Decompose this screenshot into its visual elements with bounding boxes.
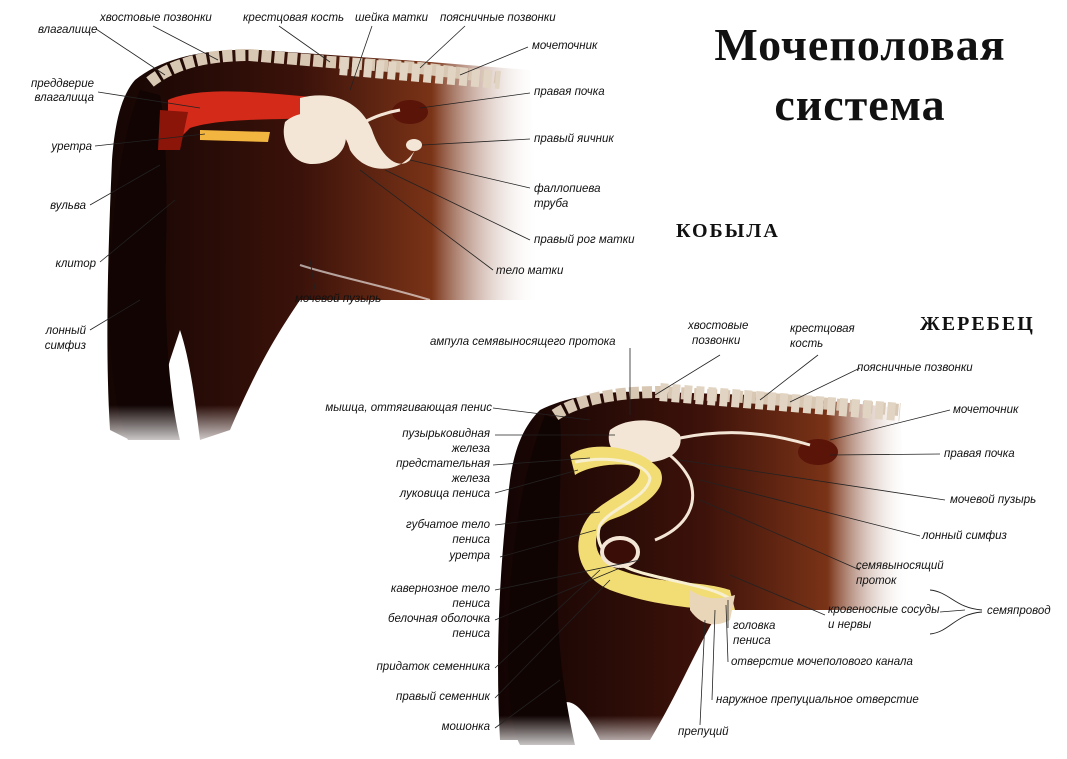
label-cavernous-2: пениса — [330, 598, 490, 611]
label-cavernous-1: кавернозное тело — [330, 583, 490, 596]
label-vesicular-2: железа — [330, 443, 490, 456]
mare-urethra — [200, 130, 270, 142]
label-spongy-1: губчатое тело — [330, 519, 490, 532]
label-albuginea-2: пениса — [330, 628, 490, 641]
label-stallion-urethra: уретра — [330, 550, 490, 563]
label-clitoris: клитор — [0, 258, 96, 271]
label-fallopian-1: фаллопиева — [534, 183, 601, 196]
label-spongy-2: пениса — [330, 534, 490, 547]
label-right-kidney: правая почка — [534, 86, 605, 99]
label-lumbar-vertebrae: поясничные позвонки — [440, 12, 556, 25]
label-glans-1: головка — [733, 620, 775, 633]
label-lumbar: поясничные позвонки — [857, 362, 973, 375]
label-vas-2: проток — [856, 575, 896, 588]
label-ampulla: ампула семявыносящего протока — [430, 336, 616, 349]
label-scrotum: мошонка — [330, 721, 490, 734]
mare-illustration — [90, 50, 560, 450]
label-uterine-body: тело матки — [496, 265, 563, 278]
mare-ovary — [406, 139, 422, 151]
label-sacrum-2: кость — [790, 338, 823, 351]
label-stallion-ureter: мочеточник — [953, 404, 1018, 417]
label-right-ovary: правый яичник — [534, 133, 614, 146]
label-retractor: мышца, оттягивающая пенис — [280, 402, 492, 415]
label-stallion-bladder: мочевой пузырь — [950, 494, 1036, 507]
mare-heading: КОБЫЛА — [676, 220, 780, 243]
spermatic-cord-brace — [930, 588, 990, 638]
mare-right-kidney — [392, 100, 428, 124]
label-urethra: уретра — [0, 141, 92, 154]
label-symphysis-1: лонный — [0, 325, 86, 338]
title-line-1: Мочеполовая — [650, 22, 1067, 68]
label-glans-2: пениса — [733, 635, 771, 648]
label-vestibule-2: влагалища — [0, 92, 94, 105]
label-vesicular-1: пузырьковидная — [330, 428, 490, 441]
label-preputial-opening: наружное препуциальное отверстие — [716, 694, 919, 707]
label-fallopian-2: труба — [534, 198, 568, 211]
label-vessels-1: кровеносные сосуды — [828, 604, 940, 617]
label-vulva: вульва — [0, 200, 86, 213]
label-prostate-1: предстательная — [330, 458, 490, 471]
label-right-uterine-horn: правый рог матки — [534, 234, 635, 247]
label-bulb: луковица пениса — [330, 488, 490, 501]
label-bladder: мочевой пузырь — [295, 293, 381, 306]
label-tail-vertebrae: хвостовые позвонки — [100, 12, 212, 25]
label-urethral-opening: отверстие мочеполового канала — [731, 656, 913, 669]
label-sacrum-1: крестцовая — [790, 323, 855, 336]
label-epididymis: придаток семенника — [330, 661, 490, 674]
label-cervix: шейка матки — [355, 12, 428, 25]
label-stallion-symphysis: лонный симфиз — [922, 530, 1007, 543]
label-tail-vert-2: позвонки — [692, 335, 740, 348]
title-line-2: система — [650, 82, 1067, 128]
label-vessels-2: и нервы — [828, 619, 871, 632]
label-right-testis: правый семенник — [330, 691, 490, 704]
label-vestibule-1: преддверие — [0, 78, 94, 91]
label-vagina: влагалище — [38, 24, 97, 37]
stallion-heading: ЖЕРЕБЕЦ — [920, 313, 1035, 336]
label-prostate-2: железа — [330, 473, 490, 486]
label-symphysis-2: симфиз — [0, 340, 86, 353]
label-sacrum: крестцовая кость — [243, 12, 344, 25]
label-stallion-right-kidney: правая почка — [944, 448, 1015, 461]
label-spermatic-cord: семяпровод — [987, 605, 1051, 618]
label-albuginea-1: белочная оболочка — [330, 613, 490, 626]
label-prepuce: препуций — [678, 726, 729, 739]
label-vas-1: семявыносящий — [856, 560, 944, 573]
label-tail-vert-1: хвостовые — [688, 320, 748, 333]
label-ureter: мочеточник — [532, 40, 597, 53]
